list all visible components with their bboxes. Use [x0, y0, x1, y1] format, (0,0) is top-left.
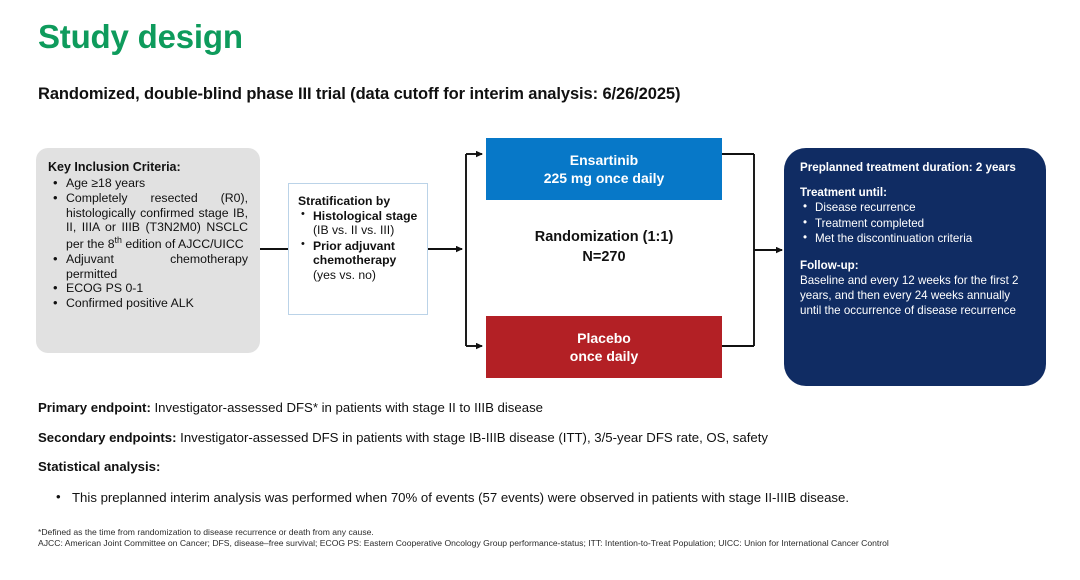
- strat-item0-bold: Histological stage: [313, 209, 418, 223]
- footnotes: *Defined as the time from randomization …: [38, 527, 1052, 550]
- page-subtitle: Randomized, double-blind phase III trial…: [38, 85, 681, 103]
- stratification-list: Histological stage (IB vs. II vs. III) P…: [298, 208, 419, 282]
- strat-item1-normal: (yes vs. no): [313, 267, 376, 282]
- arm-placebo-line2: once daily: [569, 348, 639, 364]
- statistical-analysis-bullet: This preplanned interim analysis was per…: [38, 487, 1048, 506]
- randomization-line2: N=270: [582, 248, 626, 265]
- list-item: Completely resected (R0), histologically…: [48, 190, 248, 252]
- list-item: Met the discontinuation criteria: [800, 230, 1032, 247]
- randomization-line1: Randomization (1:1): [534, 229, 674, 245]
- followup-text: Baseline and every 12 weeks for the firs…: [800, 273, 1019, 318]
- flow-connectors: [260, 150, 783, 350]
- treatment-duration-box: Preplanned treatment duration: 2 years T…: [784, 148, 1046, 386]
- list-item: Adjuvant chemotherapy permitted: [48, 251, 248, 282]
- treatment-until-head: Treatment until:: [800, 186, 887, 199]
- arm-ensartinib-line1: Ensartinib: [569, 151, 639, 168]
- followup-head: Follow-up:: [800, 258, 859, 272]
- list-item: Confirmed positive ALK: [48, 295, 248, 311]
- list-item: Prior adjuvant chemotherapy (yes vs. no): [298, 238, 419, 282]
- page-title: Study design: [38, 18, 243, 55]
- arm-placebo-line1: Placebo: [577, 329, 631, 346]
- list-item: Treatment completed: [800, 215, 1032, 232]
- arm-ensartinib-line2: 225 mg once daily: [543, 170, 665, 186]
- stratification-box: Stratification by Histological stage (IB…: [288, 183, 428, 315]
- inclusion-item2-sup: th: [114, 235, 122, 245]
- endpoints-section: Primary endpoint: Investigator-assessed …: [38, 400, 1048, 506]
- footnote-line1: *Defined as the time from randomization …: [38, 527, 374, 537]
- key-inclusion-criteria-box: Key Inclusion Criteria: Age ≥18 years Co…: [36, 148, 260, 353]
- inclusion-list: Age ≥18 years Completely resected (R0), …: [48, 175, 248, 311]
- primary-endpoint-text: Investigator-assessed DFS* in patients w…: [150, 400, 544, 415]
- strat-item1-bold: Prior adjuvant chemotherapy: [313, 238, 397, 268]
- statistical-analysis-line: Statistical analysis:: [38, 459, 1048, 476]
- primary-endpoint-label: Primary endpoint:: [38, 400, 151, 415]
- strat-item0-normal: (IB vs. II vs. III): [313, 223, 395, 238]
- treatment-duration-head: Preplanned treatment duration: 2 years: [800, 161, 1016, 174]
- inclusion-title: Key Inclusion Criteria:: [48, 160, 181, 174]
- footnote-line2: AJCC: American Joint Committee on Cancer…: [38, 538, 889, 549]
- list-item: ECOG PS 0-1: [48, 280, 248, 296]
- list-item: Age ≥18 years: [48, 175, 248, 191]
- secondary-endpoint-text: Investigator-assessed DFS in patients wi…: [176, 429, 768, 445]
- randomization-label: Randomization (1:1) N=270: [486, 228, 722, 267]
- stratification-title: Stratification by: [298, 194, 391, 208]
- inclusion-item2-post: edition of AJCC/UICC: [121, 237, 244, 252]
- treatment-until-list: Disease recurrence Treatment completed M…: [800, 199, 1032, 247]
- primary-endpoint-line: Primary endpoint: Investigator-assessed …: [38, 400, 1048, 417]
- statistical-analysis-label: Statistical analysis:: [38, 459, 161, 474]
- arm-placebo: Placebo once daily: [486, 316, 722, 378]
- list-item: Disease recurrence: [800, 199, 1032, 216]
- secondary-endpoint-label: Secondary endpoints:: [38, 429, 177, 445]
- secondary-endpoint-line: Secondary endpoints: Investigator-assess…: [38, 430, 1048, 447]
- list-item: Histological stage (IB vs. II vs. III): [298, 208, 419, 238]
- inclusion-item2-pre: Completely resected (R0), histologically…: [66, 190, 248, 252]
- arm-ensartinib: Ensartinib 225 mg once daily: [486, 138, 722, 200]
- study-design-diagram: Key Inclusion Criteria: Age ≥18 years Co…: [0, 130, 1080, 395]
